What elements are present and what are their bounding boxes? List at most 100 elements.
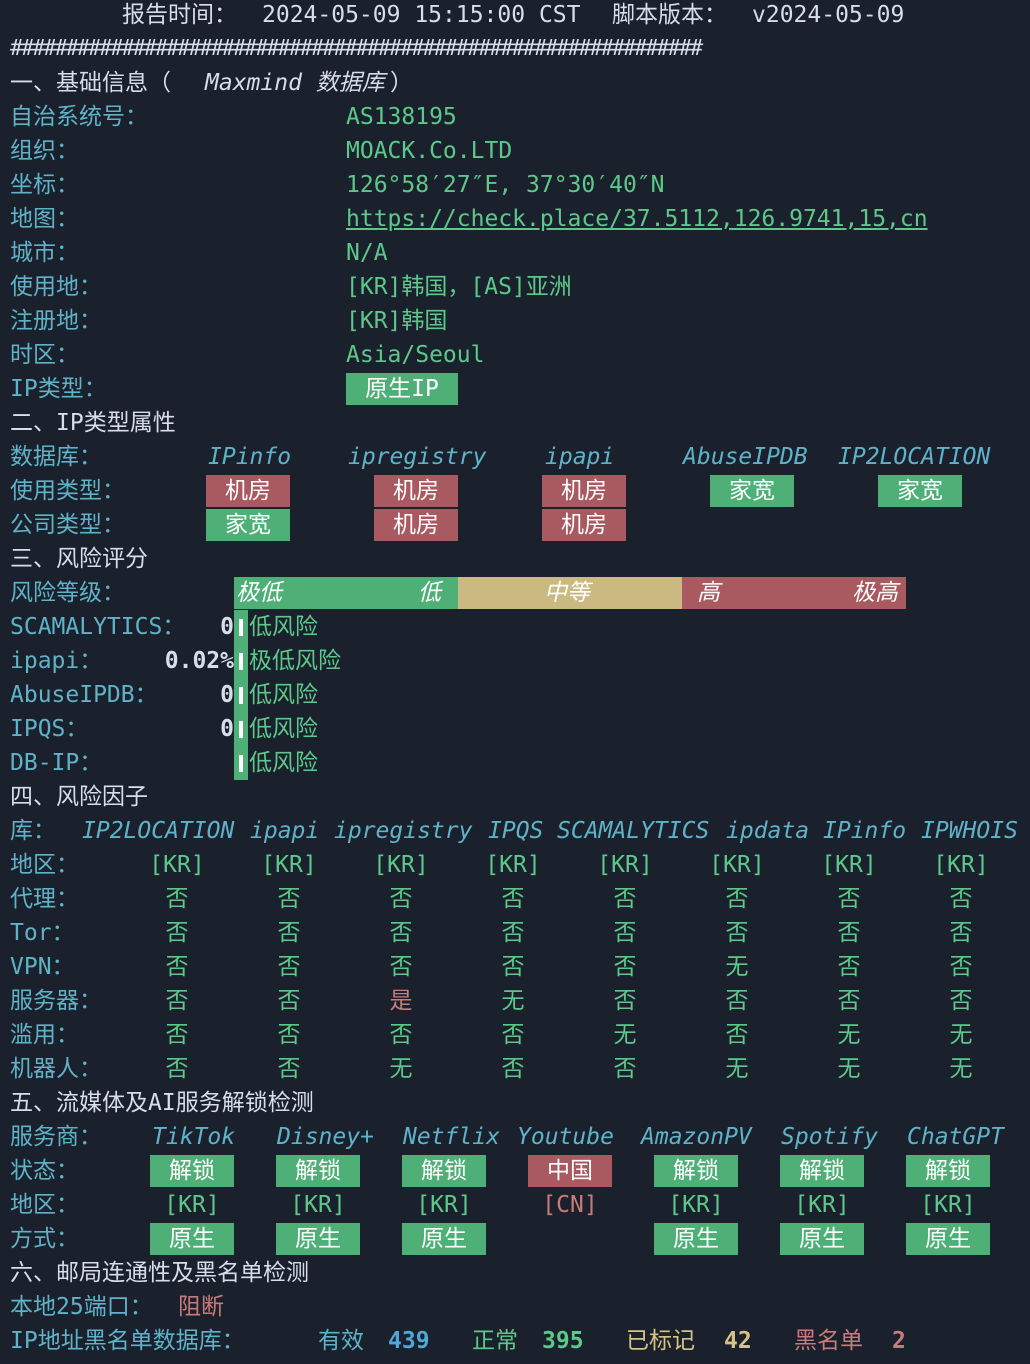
risk-scale-low-segment [234,577,458,609]
usage-label: 使用类型： [10,478,125,504]
risk-source-name: SCAMALYTICS： [10,614,186,640]
db-ip2location: IP2LOCATION [838,444,991,470]
lib-ipqs: IPQS [488,818,544,844]
factor-label: 滥用： [10,1022,79,1048]
script-version-label: 脚本版本： [612,2,727,28]
region-value: [KR] [668,1192,724,1218]
risk-factor-row: 机器人：否否无否否无无无 [0,1052,1030,1086]
risk-level-text: 低风险 [249,682,318,708]
status-badge: 中国 [528,1155,612,1187]
method-label: 方式： [10,1226,79,1252]
risk-position-marker [234,746,248,780]
risk-score-value: 0 [220,682,234,708]
risk-position-marker [234,712,248,746]
factor-label: 地区： [10,852,79,878]
script-version: v2024-05-09 [752,2,905,28]
section-title: 二、IP类型属性 [10,410,176,436]
service-netflix: Netflix [403,1124,500,1150]
factor-value: 否 [501,1056,525,1082]
scale-very-high: 极高 [852,580,898,606]
section-title: 五、流媒体及AI服务解锁检测 [10,1090,314,1116]
section-title: 一、基础信息（ [10,70,171,96]
factor-value: 否 [837,920,861,946]
factor-value: 否 [165,1056,189,1082]
basic-info-row: IP类型： 原生IP [0,372,1030,406]
factor-value: 否 [837,954,861,980]
status-badge: 解锁 [402,1155,486,1187]
factor-value: 否 [725,886,749,912]
factor-value: [KR] [485,852,541,878]
section-title-suffix: ） [390,70,413,96]
basic-info-label: 时区： [10,342,79,368]
method-badge: 原生 [780,1223,864,1255]
ip-type-badge: 原生IP [346,373,458,405]
risk-factor-row: Tor：否否否否否否否否 [0,916,1030,950]
basic-info-label: IP类型： [10,376,107,402]
factor-value: 否 [837,886,861,912]
risk-score-value: 0.02% [164,648,234,674]
method-badge: 原生 [654,1223,738,1255]
risk-source-name: DB-IP： [10,750,103,776]
basic-info-row: 注册地：[KR]韩国 [0,304,1030,338]
factor-value: 否 [389,1022,413,1048]
scale-very-low: 极低 [236,580,282,606]
factor-value: 否 [949,954,973,980]
status-badge: 解锁 [780,1155,864,1187]
basic-info-value: AS138195 [346,104,457,130]
basic-info-row: 自治系统号：AS138195 [0,100,1030,134]
basic-info-row: 坐标：126°58′27″E, 37°30′40″N [0,168,1030,202]
basic-info-label: 组织： [10,138,79,164]
basic-info-row: 时区：Asia/Seoul [0,338,1030,372]
factor-value: 否 [165,1022,189,1048]
factor-value: 无 [725,1056,749,1082]
map-link[interactable]: https://check.place/37.5112,126.9741,15,… [346,206,928,232]
risk-level-text: 低风险 [249,614,318,640]
lib-ipregistry: ipregistry [334,818,473,844]
section-iptype-title: 二、IP类型属性 [0,406,1030,440]
risk-score-row: DB-IP：低风险 [0,746,1030,780]
factor-value: [KR] [821,852,877,878]
basic-info-row: 地图：https://check.place/37.5112,126.9741,… [0,202,1030,236]
factor-value: 否 [613,886,637,912]
normal-label: 正常 [472,1328,518,1354]
streaming-method-row: 方式：原生原生原生原生原生原生 [0,1222,1030,1256]
section-basic-title: 一、基础信息（ Maxmind 数据库 ） [0,66,1030,100]
service-chatgpt: ChatGPT [907,1124,1004,1150]
factor-label: 机器人： [10,1056,102,1082]
factor-value: 否 [949,920,973,946]
section-mail-title: 六、邮局连通性及黑名单检测 [0,1256,1030,1290]
factor-value: 无 [501,988,525,1014]
basic-info-row: 组织： MOACK.Co.LTD [0,134,1030,168]
section-streaming-title: 五、流媒体及AI服务解锁检测 [0,1086,1030,1120]
method-badge: 原生 [276,1223,360,1255]
section-risk-title: 三、风险评分 [0,542,1030,576]
risk-source-name: ipapi： [10,648,103,674]
factor-value: 无 [949,1056,973,1082]
factor-value: 否 [165,886,189,912]
risk-factor-row: 地区：[KR][KR][KR][KR][KR][KR][KR][KR] [0,848,1030,882]
factor-value: 否 [277,954,301,980]
basic-info-label: 坐标： [10,172,79,198]
service-tiktok: TikTok [152,1124,236,1150]
risk-score-row: ipapi： 0.02% 极低风险 [0,644,1030,678]
risk-scale-medium-segment [458,577,682,609]
black-count: 2 [892,1328,906,1354]
factor-value: 否 [613,954,637,980]
factor-value: 是 [389,988,413,1014]
risk-level-text: 极低风险 [249,648,341,674]
lib-scamalytics: SCAMALYTICS [557,818,710,844]
section-factors-title: 四、风险因子 [0,780,1030,814]
risk-position-marker [234,644,248,678]
factor-value: [KR] [149,852,205,878]
company-badge: 机房 [374,509,458,541]
marked-count: 42 [724,1328,752,1354]
factor-value: 否 [277,1056,301,1082]
factor-value: 否 [277,988,301,1014]
service-label: 服务商： [10,1124,102,1150]
factor-value: 否 [277,886,301,912]
basic-info-row: 使用地：[KR]韩国，[AS]亚洲 [0,270,1030,304]
company-label: 公司类型： [10,512,125,538]
basic-info-value: MOACK.Co.LTD [346,138,513,164]
